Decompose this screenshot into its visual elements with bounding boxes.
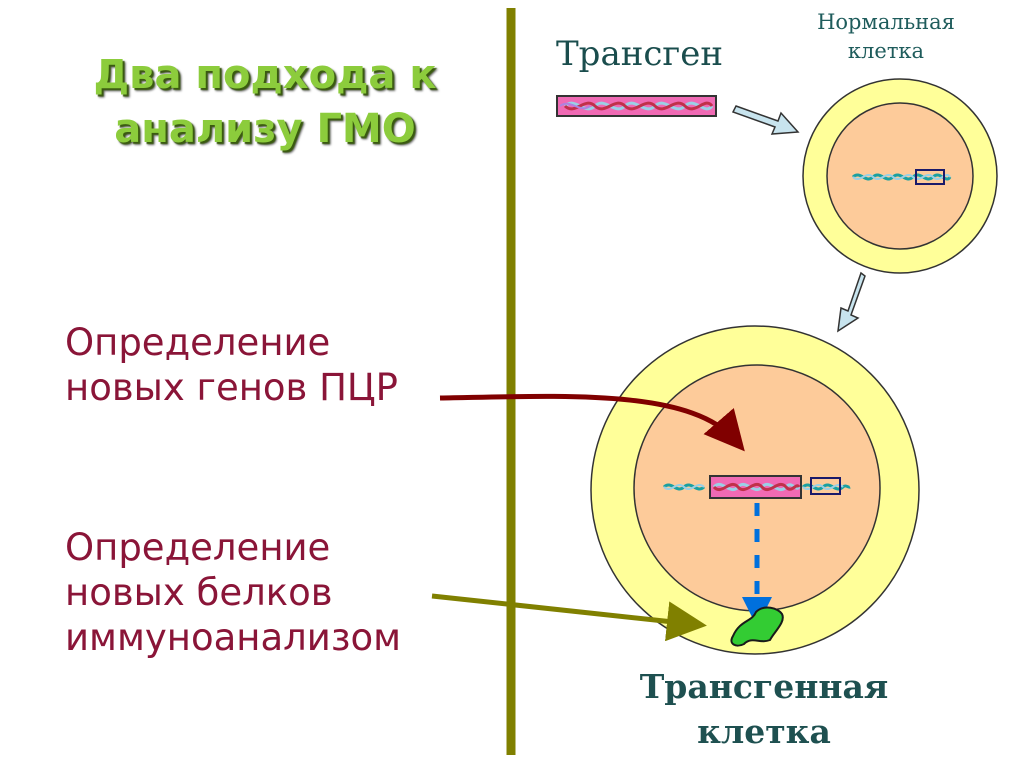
method-immunoassay-label: Определение новых белков иммуноанализом bbox=[65, 526, 402, 659]
normal-cell bbox=[802, 78, 998, 274]
transgenic-cell-label: Трансгенная клетка bbox=[639, 667, 889, 751]
slide-title: Два подхода к анализу ГМО bbox=[93, 52, 437, 152]
insert-arrow-icon bbox=[731, 105, 800, 135]
immunoassay-arrow bbox=[431, 593, 707, 642]
transgene-label: Трансген bbox=[556, 34, 724, 74]
transgenic-cell bbox=[590, 325, 920, 655]
normal-cell-label: Нормальная клетка bbox=[817, 10, 955, 63]
protein-icon bbox=[730, 606, 784, 647]
transgene-dna bbox=[556, 95, 717, 117]
transform-arrow-icon bbox=[837, 271, 866, 333]
method-pcr-label: Определение новых генов ПЦР bbox=[65, 321, 398, 409]
pcr-arrow bbox=[439, 393, 745, 452]
